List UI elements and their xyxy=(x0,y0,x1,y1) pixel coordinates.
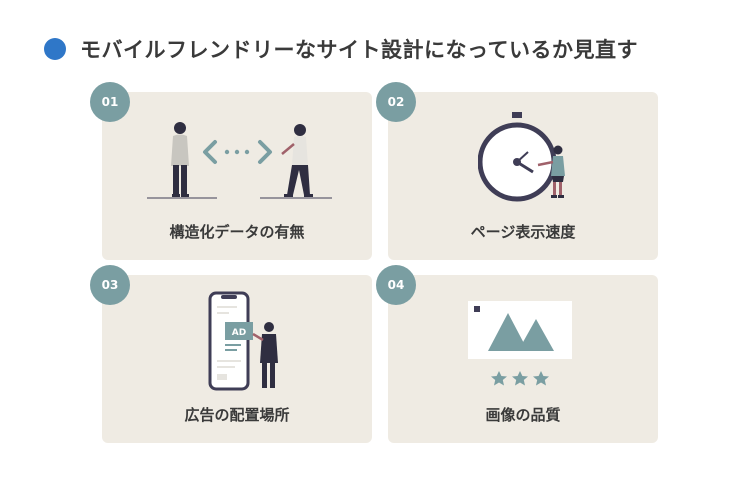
page-title: モバイルフレンドリーなサイト設計になっているか見直す xyxy=(44,34,638,64)
card-label: 画像の品質 xyxy=(485,406,561,424)
card-ad-placement: 03 AD 広告の配置場所 xyxy=(90,265,372,443)
card-image-quality: 04 画像の品質 xyxy=(376,265,658,443)
card-number-badge: 04 xyxy=(376,265,416,305)
svg-text:AD: AD xyxy=(232,328,246,338)
stopwatch-person-icon xyxy=(478,112,565,202)
page-title-text: モバイルフレンドリーなサイト設計になっているか見直す xyxy=(80,38,638,62)
image-stars-icon xyxy=(468,301,572,386)
phone-ad-person-icon: AD xyxy=(208,291,278,391)
people-exchange-arrows-icon xyxy=(147,122,332,199)
card-label: 構造化データの有無 xyxy=(169,223,305,241)
card-label: 広告の配置場所 xyxy=(184,406,290,424)
card-structured-data: 01 構造化データの有無 xyxy=(90,82,372,260)
card-label: ページ表示速度 xyxy=(470,223,576,241)
card-page-speed: 02 ページ表示速度 xyxy=(376,82,658,260)
card-number-badge: 01 xyxy=(90,82,130,122)
bullet-dot-icon xyxy=(44,38,66,60)
card-number-badge: 02 xyxy=(376,82,416,122)
card-number-badge: 03 xyxy=(90,265,130,305)
